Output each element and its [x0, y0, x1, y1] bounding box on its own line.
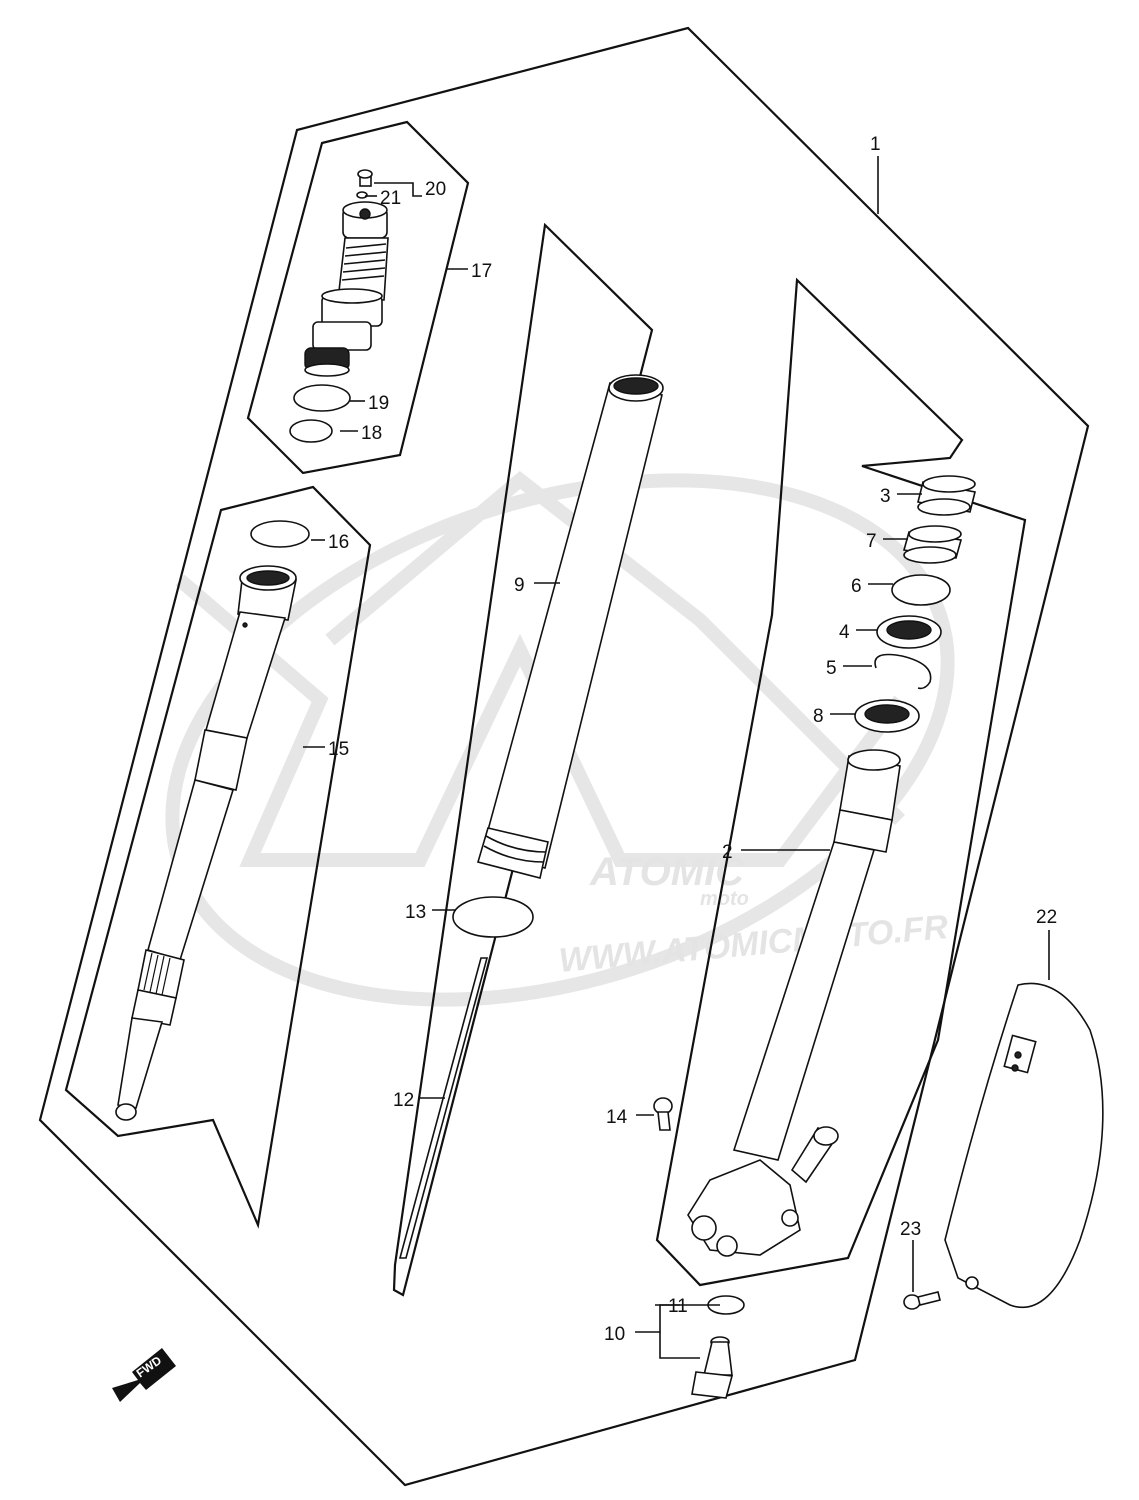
callout-13: 13	[405, 902, 426, 923]
callout-2: 2	[722, 842, 733, 863]
part-bushing-3	[917, 475, 976, 516]
part-washer-6	[891, 574, 951, 606]
cartridge-group-frame	[246, 120, 470, 475]
part-drain-bolt-10	[691, 1336, 734, 1399]
callout-15: 15	[328, 739, 349, 760]
part-bolt-20	[356, 169, 373, 199]
callout-4: 4	[839, 622, 850, 643]
watermark-brand: ATOMIC	[589, 850, 745, 894]
callout-11: 11	[668, 1296, 688, 1317]
callout-10: 10	[604, 1324, 625, 1345]
part-damper-rod-15	[115, 565, 297, 1121]
part-clip-5	[874, 653, 932, 690]
part-ring-16	[250, 520, 310, 548]
callout-16: 16	[328, 532, 349, 553]
part-bolt-14	[653, 1097, 673, 1131]
callout-5: 5	[826, 658, 837, 679]
watermark-sub: moto	[700, 888, 749, 910]
fwd-arrow: FWD	[112, 1348, 176, 1402]
callout-8: 8	[813, 706, 824, 727]
callout-12: 12	[393, 1090, 414, 1111]
inner-tube-group-frame	[392, 222, 654, 1297]
part-rod-12	[398, 957, 489, 1259]
part-ring-13	[452, 896, 534, 938]
part-ring-18	[289, 419, 333, 443]
callout-3: 3	[880, 486, 891, 507]
leader-lines	[303, 156, 1050, 1359]
damper-rod-group-frame	[64, 485, 372, 1229]
callout-21: 21	[380, 188, 401, 209]
callout-19: 19	[368, 393, 389, 414]
callout-9: 9	[514, 575, 525, 596]
part-bolt-23	[903, 1291, 941, 1310]
outer-assembly-frame	[38, 26, 1090, 1487]
callout-6: 6	[851, 576, 862, 597]
part-dust-seal-8	[854, 699, 920, 733]
part-outer-tube-2	[687, 749, 901, 1257]
callout-7: 7	[866, 531, 877, 552]
part-cover-22	[944, 982, 1104, 1309]
callout-14: 14	[606, 1107, 628, 1128]
part-ring-19	[293, 384, 351, 412]
callout-18: 18	[361, 423, 382, 444]
part-seal-4	[876, 615, 942, 649]
part-bushing-7	[902, 525, 963, 564]
callout-23: 23	[900, 1219, 921, 1240]
callout-labels: 1 2 3 4 5 6 7 8 9 10 11 12 13 14 15 16 1…	[328, 134, 1057, 1345]
callout-17: 17	[471, 261, 492, 282]
callout-22: 22	[1036, 907, 1057, 928]
callout-20: 20	[425, 179, 446, 200]
outer-tube-group-frame	[655, 277, 1027, 1287]
part-inner-tube-9	[476, 374, 664, 879]
callout-1: 1	[870, 134, 881, 155]
part-cartridge-17	[304, 201, 389, 377]
